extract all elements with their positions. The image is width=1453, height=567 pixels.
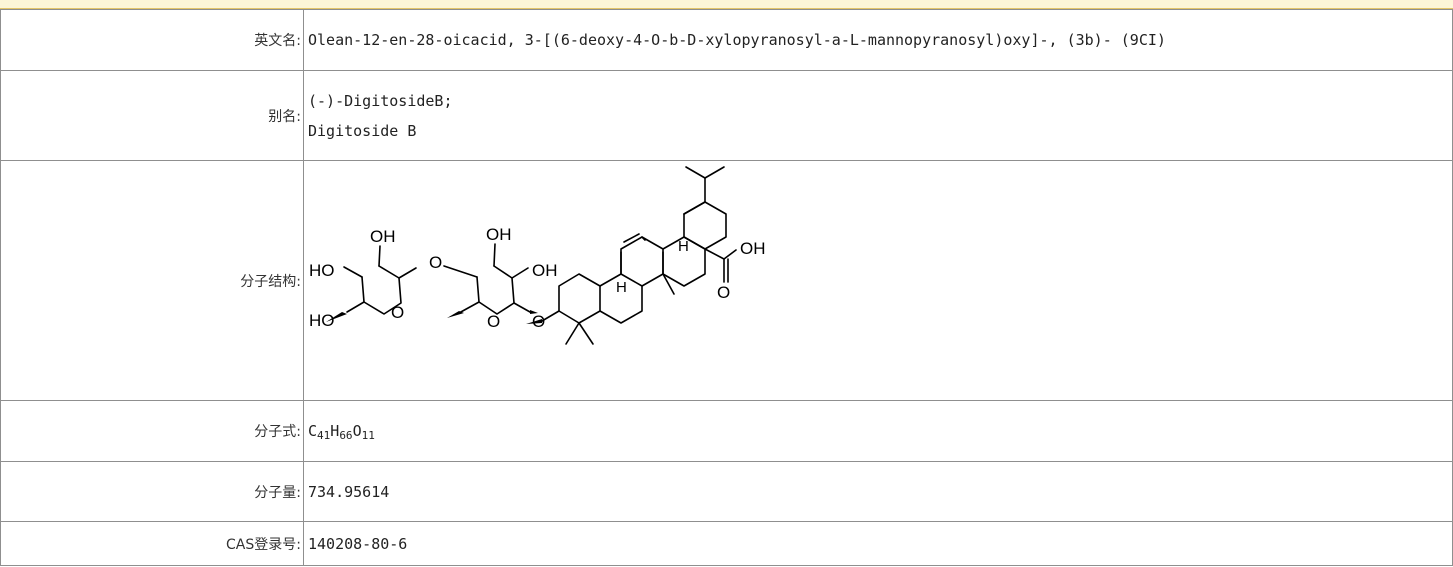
row-cas: CAS登录号: 140208-80-6 bbox=[0, 521, 1453, 566]
header-band bbox=[0, 0, 1453, 9]
ring-oxygen-label: O bbox=[391, 303, 404, 322]
row-structure: 分子结构: bbox=[0, 160, 1453, 401]
compound-info-table: 英文名: Olean-12-en-28-oicacid, 3-[(6-deoxy… bbox=[0, 9, 1453, 566]
alias-item: Digitoside B bbox=[308, 121, 417, 140]
row-weight: 分子量: 734.95614 bbox=[0, 461, 1453, 522]
hydroxyl-atom-label: OH bbox=[532, 261, 558, 280]
alias-values: (-)-DigitosideB; Digitoside B bbox=[303, 70, 1453, 161]
glycosidic-oxygen-label: O bbox=[532, 312, 545, 331]
hydroxyl-atom-label: HO bbox=[309, 311, 335, 330]
cas-label: CAS登录号: bbox=[0, 521, 304, 566]
glycosidic-oxygen-label: O bbox=[429, 253, 442, 272]
formula-element: H bbox=[330, 422, 340, 440]
structure-cell: OH HO HO O O OH OH O O H H OH O bbox=[303, 160, 1453, 401]
hydroxyl-atom-label: OH bbox=[486, 225, 512, 244]
hydrogen-atom-label: H bbox=[616, 279, 627, 296]
cas-value: 140208-80-6 bbox=[303, 521, 1453, 566]
alias-label: 别名: bbox=[0, 70, 304, 161]
row-formula: 分子式: C41H66O11 bbox=[0, 400, 1453, 462]
hydroxyl-atom-label: OH bbox=[370, 227, 396, 246]
ring-oxygen-label: O bbox=[487, 312, 500, 331]
molecular-structure-diagram: OH HO HO O O OH OH O O H H OH O bbox=[309, 165, 766, 345]
structure-label: 分子结构: bbox=[0, 160, 304, 401]
hydroxyl-atom-label: OH bbox=[740, 239, 766, 258]
weight-label: 分子量: bbox=[0, 461, 304, 522]
formula-element: O bbox=[352, 422, 362, 440]
formula-subscript: 66 bbox=[339, 429, 353, 442]
hydroxyl-atom-label: HO bbox=[309, 261, 335, 280]
formula-subscript: 41 bbox=[317, 429, 331, 442]
row-english-name: 英文名: Olean-12-en-28-oicacid, 3-[(6-deoxy… bbox=[0, 9, 1453, 71]
formula-element: C bbox=[308, 422, 318, 440]
alias-item: (-)-DigitosideB; bbox=[308, 91, 453, 110]
weight-value: 734.95614 bbox=[303, 461, 1453, 522]
english-name-value: Olean-12-en-28-oicacid, 3-[(6-deoxy-4-O-… bbox=[303, 9, 1453, 71]
hydrogen-atom-label: H bbox=[678, 238, 689, 255]
formula-label: 分子式: bbox=[0, 400, 304, 462]
row-alias: 别名: (-)-DigitosideB; Digitoside B bbox=[0, 70, 1453, 161]
carbonyl-oxygen-label: O bbox=[717, 283, 730, 302]
formula-subscript: 11 bbox=[361, 429, 375, 442]
formula-value: C41H66O11 bbox=[303, 400, 1453, 462]
english-name-label: 英文名: bbox=[0, 9, 304, 71]
